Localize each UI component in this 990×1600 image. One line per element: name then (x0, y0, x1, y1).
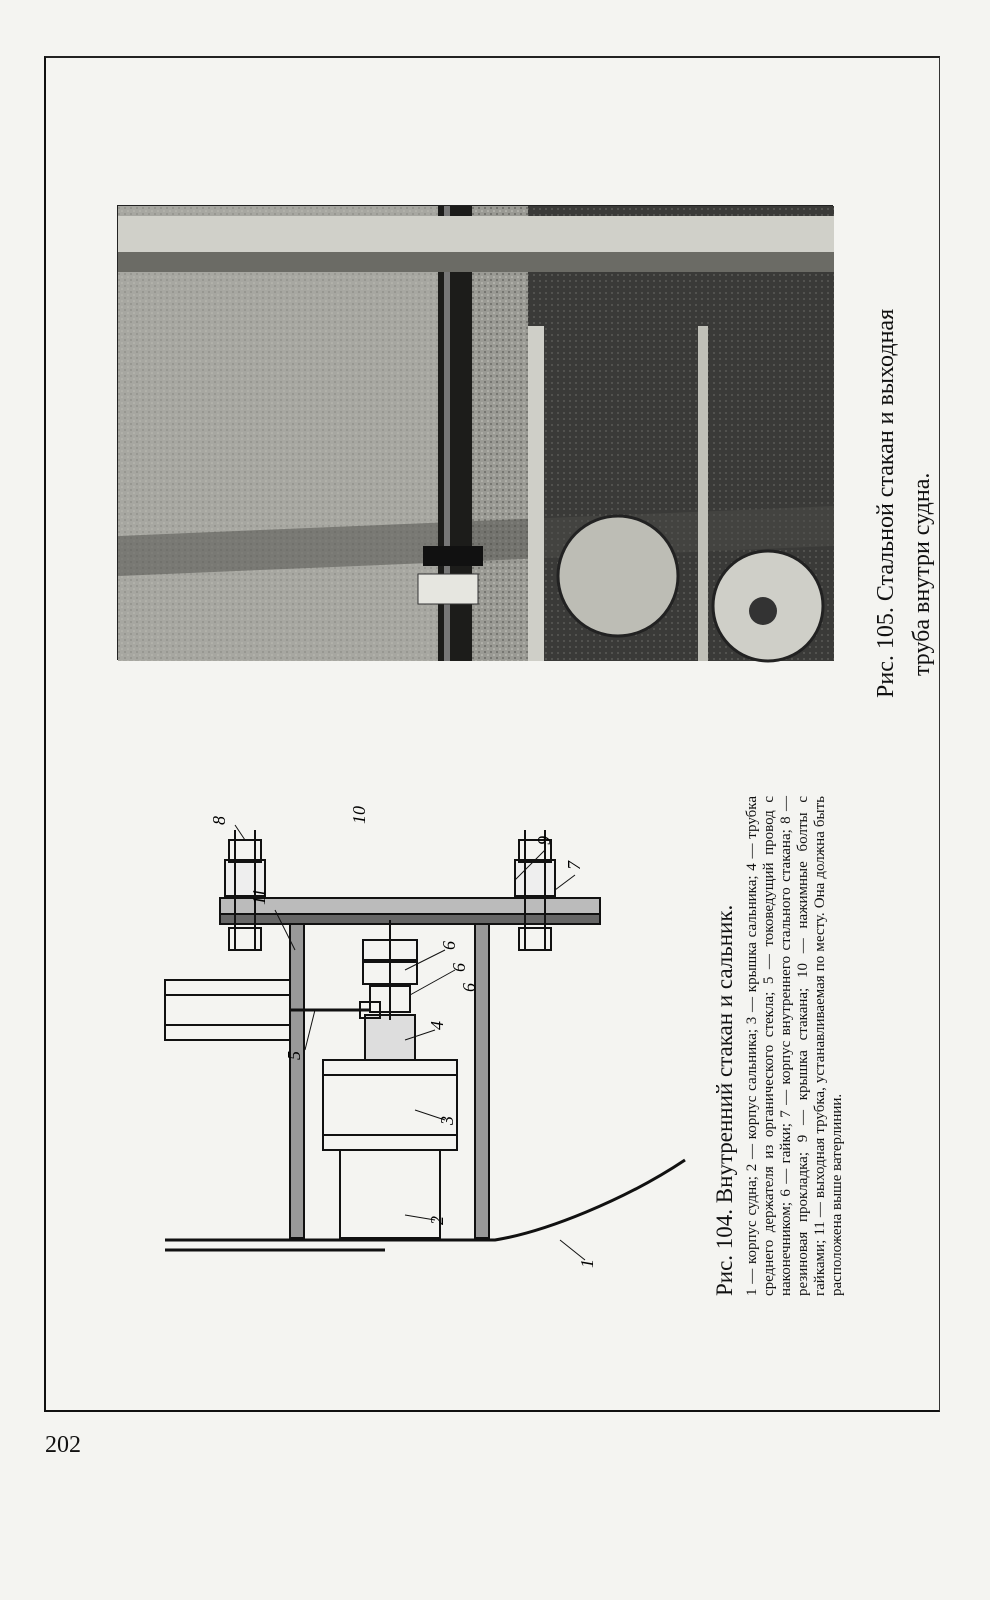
figure-105-caption-line1: Рис. 105. Стальной стакан и выходная (873, 308, 899, 698)
figure-104-title: Рис. 104. Внутренний стакан и сальник. (712, 904, 737, 1296)
callout-label: 5 (284, 1051, 304, 1060)
figure-105-caption-line2: труба внутри судна. (909, 472, 935, 676)
figure-104-legend: 1 — корпус судна; 2 — корпус сальника; 3… (744, 796, 845, 1296)
callout-label: 8 (209, 816, 229, 825)
callout-label: 3 (437, 1116, 457, 1126)
callout-label: 4 (427, 1021, 447, 1030)
callout-label: 6 (439, 941, 459, 950)
page-frame (44, 56, 940, 1412)
callout-label: 9 (534, 836, 554, 845)
callout-label: 6 (459, 983, 479, 992)
callout-label: 1 (577, 1259, 597, 1268)
callout-label: 7 (564, 860, 584, 870)
figure-104-caption: Рис. 104. Внутренний стакан и сальник. 1… (710, 796, 846, 1296)
callout-label: 11 (249, 888, 269, 905)
figure-105-photo (117, 205, 834, 663)
figure-105-caption: Рис. 105. Стальной стакан и выходная тру… (868, 178, 940, 698)
callout-label: 6 (449, 963, 469, 972)
figure-104-drawing: 1 2 3 4 6 6 6 5 11 7 9 8 10 (164, 806, 695, 1280)
page-number: 202 (45, 1432, 81, 1458)
callout-label: 10 (349, 806, 369, 824)
callout-label: 2 (427, 1216, 447, 1225)
